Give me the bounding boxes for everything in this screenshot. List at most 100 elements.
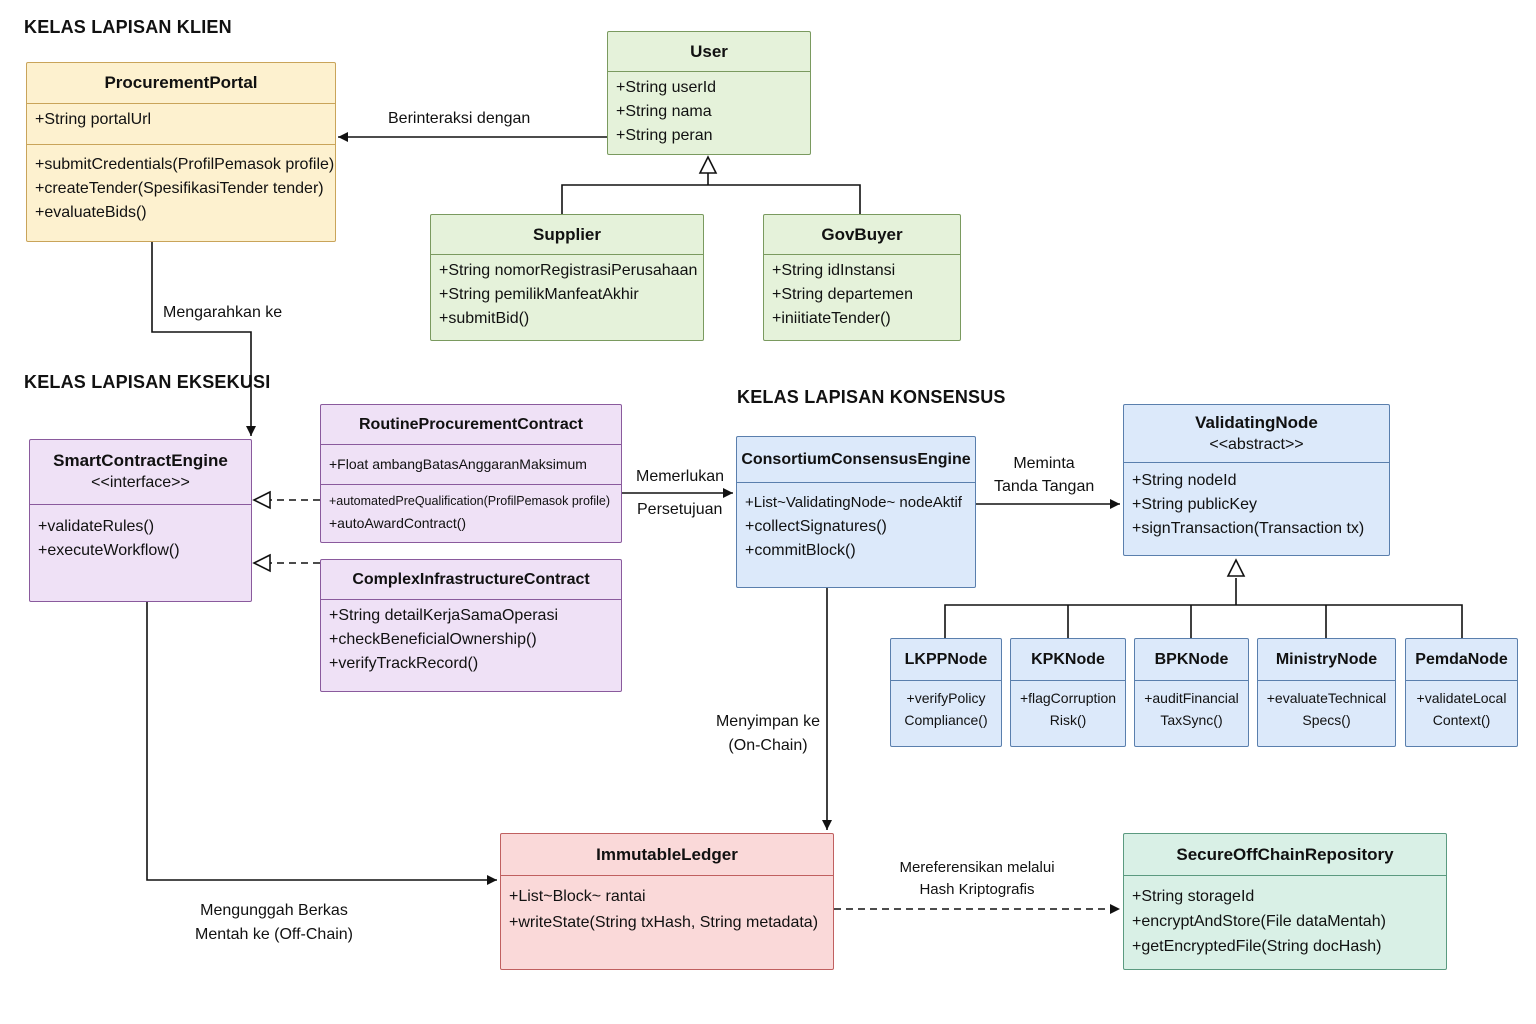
class-procurement-portal[interactable]: ProcurementPortal +String portalUrl +sub… bbox=[26, 62, 336, 242]
member: +evaluateTechnical bbox=[1266, 690, 1387, 706]
class-header: ValidatingNode <<abstract>> bbox=[1124, 405, 1389, 463]
member: +verifyPolicy bbox=[906, 690, 986, 706]
label-requires-2: Persetujuan bbox=[637, 501, 723, 518]
member: Risk() bbox=[1049, 712, 1087, 728]
method: +autoAwardContract() bbox=[329, 515, 467, 531]
class-header: ConsortiumConsensusEngine bbox=[737, 437, 975, 483]
member: +String nomorRegistrasiPerusahaan bbox=[439, 262, 698, 279]
members-section: +String nomorRegistrasiPerusahaan +Strin… bbox=[431, 255, 703, 335]
class-header: MinistryNode bbox=[1258, 639, 1395, 681]
interface-smart-contract-engine[interactable]: SmartContractEngine <<interface>> +valid… bbox=[29, 439, 252, 602]
inherit-triangle-user bbox=[698, 155, 718, 174]
class-header: BPKNode bbox=[1135, 639, 1248, 681]
member: +writeState(String txHash, String metada… bbox=[509, 914, 819, 931]
class-immutable-ledger[interactable]: ImmutableLedger +List~Block~ rantai +wri… bbox=[500, 833, 834, 970]
member: +String detailKerjaSamaOperasi bbox=[329, 607, 559, 624]
members-section: +String storageId +encryptAndStore(File … bbox=[1124, 876, 1446, 963]
member: +iniitiateTender() bbox=[772, 310, 891, 327]
class-pemda-node[interactable]: PemdaNode +validateLocal Context() bbox=[1405, 638, 1518, 747]
label-directs: Mengarahkan ke bbox=[163, 304, 283, 321]
member: +String storageId bbox=[1132, 888, 1255, 905]
members-section: +String detailKerjaSamaOperasi +checkBen… bbox=[321, 600, 621, 680]
class-routine-procurement-contract[interactable]: RoutineProcurementContract +Float ambang… bbox=[320, 404, 622, 543]
class-header: KPKNode bbox=[1011, 639, 1125, 681]
class-secure-offchain-repository[interactable]: SecureOffChainRepository +String storage… bbox=[1123, 833, 1447, 970]
realize-triangle-1 bbox=[252, 490, 271, 510]
edge-inherit-nodes bbox=[944, 578, 1463, 638]
class-header: SecureOffChainRepository bbox=[1124, 834, 1446, 876]
edge-portal-engine bbox=[151, 242, 256, 436]
members-section: +verifyPolicy Compliance() bbox=[891, 681, 1001, 737]
attributes-section: +String portalUrl bbox=[27, 104, 335, 145]
method: +automatedPreQualification(ProfilPemasok… bbox=[329, 494, 611, 508]
class-gov-buyer[interactable]: GovBuyer +String idInstansi +String depa… bbox=[763, 214, 961, 341]
member: +checkBeneficialOwnership() bbox=[329, 631, 537, 648]
methods-section: +validateRules() +executeWorkflow() bbox=[30, 505, 251, 567]
class-header: PemdaNode bbox=[1406, 639, 1517, 681]
member: +collectSignatures() bbox=[745, 518, 887, 535]
method: +evaluateBids() bbox=[35, 204, 147, 221]
attributes-section: +String userId +String nama +String pera… bbox=[608, 72, 810, 152]
member: +String departemen bbox=[772, 286, 913, 303]
members-section: +String idInstansi +String departemen +i… bbox=[764, 255, 960, 335]
label-uploads-offchain-2: Mentah ke (Off-Chain) bbox=[195, 926, 353, 943]
member: +List~ValidatingNode~ nodeAktif bbox=[745, 494, 962, 511]
member: +String pemilikManfeatAkhir bbox=[439, 286, 639, 303]
member: +auditFinancial bbox=[1144, 690, 1239, 706]
member: +signTransaction(Transaction tx) bbox=[1132, 520, 1365, 537]
section-title-consensus: KELAS LAPISAN KONSENSUS bbox=[737, 387, 1006, 407]
label-stores-onchain-2: (On-Chain) bbox=[728, 737, 808, 754]
class-header: User bbox=[608, 32, 810, 72]
class-ministry-node[interactable]: MinistryNode +evaluateTechnical Specs() bbox=[1257, 638, 1396, 747]
member: TaxSync() bbox=[1160, 712, 1223, 728]
attribute: +String userId bbox=[616, 79, 717, 96]
member: +String idInstansi bbox=[772, 262, 896, 279]
members-section: +evaluateTechnical Specs() bbox=[1258, 681, 1395, 737]
class-consortium-consensus-engine[interactable]: ConsortiumConsensusEngine +List~Validati… bbox=[736, 436, 976, 588]
member: +validateLocal bbox=[1416, 690, 1507, 706]
edge-engine-ledger bbox=[146, 602, 497, 885]
class-bpk-node[interactable]: BPKNode +auditFinancial TaxSync() bbox=[1134, 638, 1249, 747]
members-section: +auditFinancial TaxSync() bbox=[1135, 681, 1248, 737]
class-supplier[interactable]: Supplier +String nomorRegistrasiPerusaha… bbox=[430, 214, 704, 341]
class-kpk-node[interactable]: KPKNode +flagCorruption Risk() bbox=[1010, 638, 1126, 747]
member: Specs() bbox=[1302, 712, 1351, 728]
member: +String nodeId bbox=[1132, 472, 1237, 489]
attributes-section: +Float ambangBatasAnggaranMaksimum bbox=[321, 445, 621, 485]
class-header: ComplexInfrastructureContract bbox=[321, 560, 621, 600]
class-lkpp-node[interactable]: LKPPNode +verifyPolicy Compliance() bbox=[890, 638, 1002, 747]
realize-triangle-2 bbox=[252, 553, 271, 573]
members-section: +flagCorruption Risk() bbox=[1011, 681, 1125, 737]
member: +String publicKey bbox=[1132, 496, 1257, 513]
abstract-validating-node[interactable]: ValidatingNode <<abstract>> +String node… bbox=[1123, 404, 1390, 556]
label-requests-signature-2: Tanda Tangan bbox=[994, 478, 1095, 495]
class-name: SmartContractEngine bbox=[53, 451, 228, 470]
class-name: ValidatingNode bbox=[1195, 412, 1318, 432]
member: Context() bbox=[1432, 712, 1491, 728]
member: Compliance() bbox=[904, 712, 988, 728]
member: +encryptAndStore(File dataMentah) bbox=[1132, 913, 1386, 930]
member: +submitBid() bbox=[439, 310, 530, 327]
stereotype: <<interface>> bbox=[91, 474, 190, 491]
label-references-hash-1: Mereferensikan melalui bbox=[899, 859, 1055, 876]
method: +createTender(SpesifikasiTender tender) bbox=[35, 180, 324, 197]
class-header: LKPPNode bbox=[891, 639, 1001, 681]
class-header: RoutineProcurementContract bbox=[321, 405, 621, 445]
stereotype: <<abstract>> bbox=[1209, 435, 1304, 453]
method: +executeWorkflow() bbox=[38, 542, 180, 559]
member: +commitBlock() bbox=[745, 542, 856, 559]
class-user[interactable]: User +String userId +String nama +String… bbox=[607, 31, 811, 155]
class-complex-infrastructure-contract[interactable]: ComplexInfrastructureContract +String de… bbox=[320, 559, 622, 692]
members-section: +String nodeId +String publicKey +signTr… bbox=[1124, 463, 1389, 545]
label-uploads-offchain-1: Mengunggah Berkas bbox=[200, 902, 348, 919]
methods-section: +submitCredentials(ProfilPemasok profile… bbox=[27, 145, 335, 229]
members-section: +List~Block~ rantai +writeState(String t… bbox=[501, 876, 833, 940]
member: +List~Block~ rantai bbox=[509, 888, 646, 905]
member: +getEncryptedFile(String docHash) bbox=[1132, 938, 1382, 955]
class-header: ImmutableLedger bbox=[501, 834, 833, 876]
class-header: SmartContractEngine <<interface>> bbox=[30, 440, 251, 505]
label-stores-onchain-1: Menyimpan ke bbox=[715, 713, 821, 730]
attribute: +Float ambangBatasAnggaranMaksimum bbox=[329, 456, 587, 472]
